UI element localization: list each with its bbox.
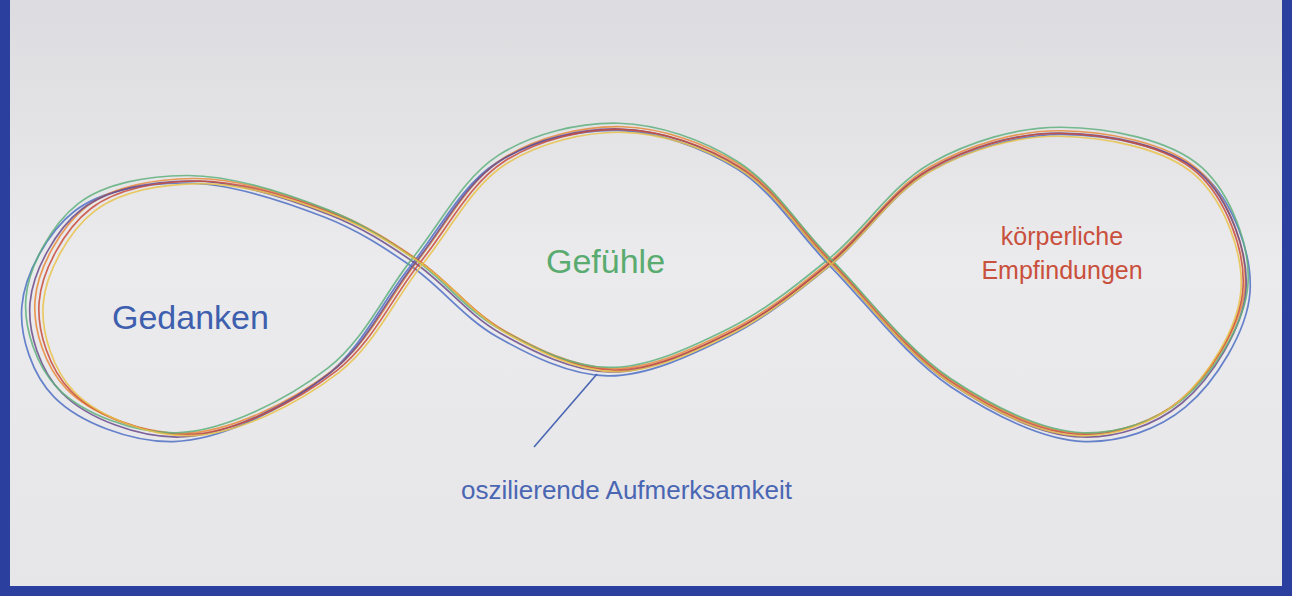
lobe-label: Gedanken xyxy=(112,295,269,341)
annotation-text: oszilierende Aufmerksamkeit xyxy=(461,473,792,508)
pencil-stroke xyxy=(39,129,1243,434)
lobe-region: körperliche Empfindungen xyxy=(952,216,1172,292)
lobe-region: Gedanken xyxy=(106,291,275,345)
pencil-stroke xyxy=(43,132,1241,436)
pencil-loops xyxy=(22,123,1251,441)
lobe-region: Gefühle xyxy=(540,235,671,289)
pencil-stroke xyxy=(26,123,1249,433)
pencil-stroke xyxy=(30,129,1247,437)
lobe-label: körperliche Empfindungen xyxy=(958,220,1166,288)
pencil-stroke xyxy=(35,127,1245,434)
annotation: oszilierende Aufmerksamkeit xyxy=(455,471,798,510)
lobe-label: Gefühle xyxy=(546,239,665,285)
leader-line xyxy=(534,374,597,447)
